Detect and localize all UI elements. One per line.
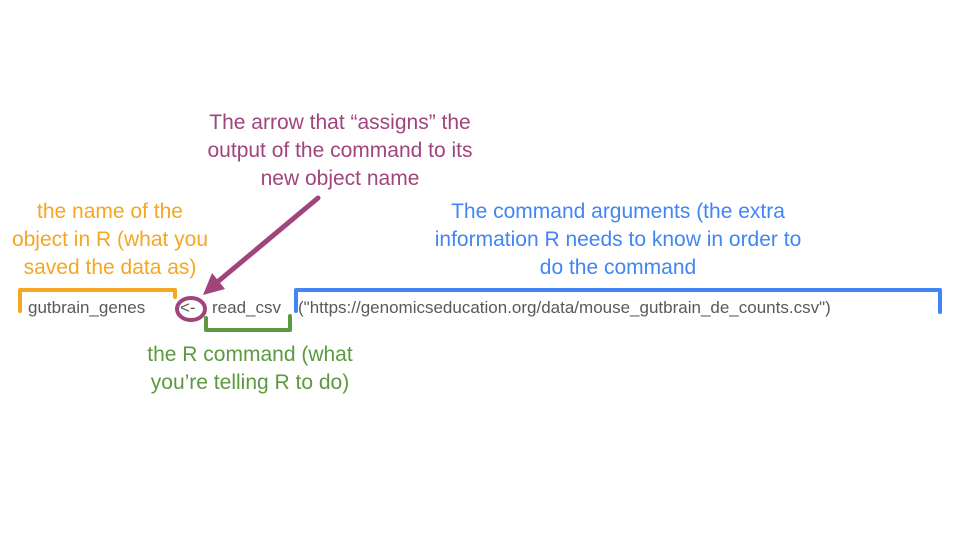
assign-arrow-head <box>203 273 225 295</box>
object-name-annotation: the name of the object in R (what you sa… <box>0 198 230 282</box>
arguments-annotation: The command arguments (the extra informa… <box>388 198 848 282</box>
object-annotation-line-3: saved the data as) <box>23 256 197 279</box>
object-annotation-line-1: the name of the <box>37 200 183 223</box>
code-assign-operator: <- <box>180 298 196 317</box>
code-object-name: gutbrain_genes <box>28 298 146 317</box>
assign-operator-circle <box>175 296 207 322</box>
command-bracket <box>204 314 292 332</box>
args-annotation-line-2: information R needs to know in order to <box>434 228 802 251</box>
args-annotation-line-3: do the command <box>539 256 697 279</box>
code-function-name: read_csv <box>212 298 281 317</box>
arrow-annotation-line-1: The arrow that “assigns” the <box>209 111 471 134</box>
command-annotation-line-1: the R command (what <box>147 343 353 366</box>
command-annotation-line-2: you’re telling R to do) <box>150 371 350 394</box>
object-annotation-line-2: object in R (what you <box>11 228 209 251</box>
command-annotation: the R command (what you’re telling R to … <box>110 341 390 397</box>
code-arguments: ("https://genomicseducation.org/data/mou… <box>298 298 831 317</box>
arrow-annotation-line-3: new object name <box>260 167 420 190</box>
args-annotation-line-1: The command arguments (the extra <box>451 200 785 223</box>
arrow-annotation: The arrow that “assigns” the output of t… <box>160 109 520 193</box>
arguments-bracket <box>294 288 942 314</box>
object-bracket <box>18 288 177 313</box>
assign-arrow-shaft <box>212 195 321 287</box>
arrow-annotation-line-2: output of the command to its <box>207 139 473 162</box>
